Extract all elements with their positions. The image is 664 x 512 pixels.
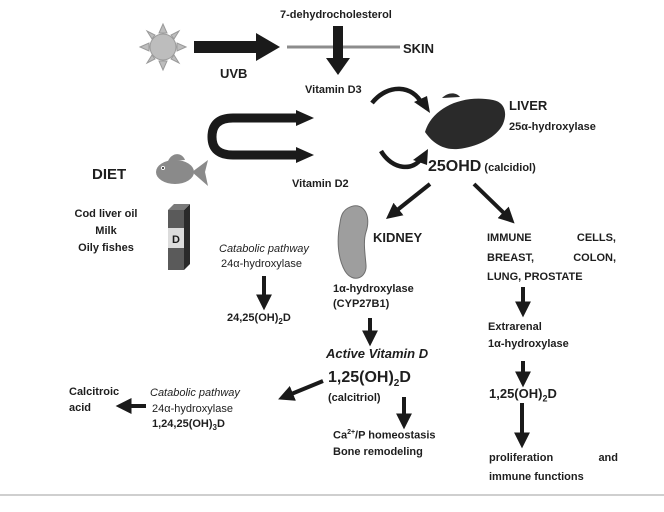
diet-source-oily-fishes: Oily fishes bbox=[78, 242, 134, 254]
diet-bracket-arrow bbox=[207, 110, 314, 163]
d3-to-liver-curved-arrow bbox=[370, 86, 430, 113]
calcitroic-acid-label: Calcitroic acid bbox=[69, 386, 120, 414]
liver-icon bbox=[425, 93, 506, 150]
catabolic-2-title: Catabolic pathway bbox=[150, 387, 240, 399]
calcitriol-to-catabolic-arrow bbox=[278, 379, 324, 401]
extrarenal-product: 1,25(OH)2D bbox=[489, 386, 557, 404]
extrarenal-label: Extrarenal bbox=[488, 321, 542, 333]
catabolic-1-title: Catabolic pathway bbox=[219, 243, 309, 255]
diet-source-milk: Milk bbox=[95, 225, 117, 237]
diet-source-cod-liver-oil: Cod liver oil bbox=[74, 208, 138, 220]
d2-to-liver-curved-arrow bbox=[379, 149, 428, 169]
diet-sources-list: Cod liver oil Milk Oily fishes bbox=[66, 206, 146, 257]
kidney-enzyme-label: 1α-hydroxylase bbox=[333, 283, 414, 295]
diet-label: DIET bbox=[92, 166, 127, 183]
vial-label: D bbox=[172, 234, 180, 246]
calcidiol-label: 25OHD (calcidiol) bbox=[428, 157, 536, 177]
skin-to-d3-arrow bbox=[326, 26, 350, 75]
catabolic-1-enzyme: 24α-hydroxylase bbox=[221, 258, 302, 270]
calcidiol-to-kidney-arrow bbox=[385, 182, 432, 219]
calcitriol-name: (calcitriol) bbox=[328, 392, 381, 404]
liver-label: LIVER bbox=[509, 98, 548, 113]
kidney-icon bbox=[337, 205, 369, 279]
catabolic-2-product: 1,24,25(OH)3D bbox=[152, 418, 225, 433]
breast-colon-label: BREAST, COLON, bbox=[487, 252, 616, 264]
catabolic-1-product: 24,25(OH)2D bbox=[227, 312, 291, 327]
bone-remodeling-label: Bone remodeling bbox=[333, 446, 423, 458]
kidney-enzyme-code: (CYP27B1) bbox=[333, 298, 390, 310]
catabolic-2-enzyme: 24α-hydroxylase bbox=[152, 403, 233, 415]
dehydrocholesterol-label: 7-dehydrocholesterol bbox=[280, 9, 392, 21]
homeostasis-label: Ca2+/P homeostasis bbox=[333, 429, 436, 442]
proliferation-label: proliferation and bbox=[489, 452, 618, 464]
lung-prostate-label: LUNG, PROSTATE bbox=[487, 271, 583, 283]
uvb-label: UVB bbox=[220, 66, 248, 81]
active-vitamin-d-label: Active Vitamin D bbox=[326, 346, 429, 361]
calcidiol-to-immune-arrow bbox=[472, 182, 515, 224]
fish-icon bbox=[156, 154, 208, 186]
immune-cells-label: IMMUNE CELLS, bbox=[487, 232, 616, 244]
vitamin-d2-label: Vitamin D2 bbox=[292, 178, 349, 190]
skin-label: SKIN bbox=[403, 41, 435, 56]
vitamin-d3-label: Vitamin D3 bbox=[305, 84, 362, 96]
sun-icon bbox=[138, 22, 188, 72]
supplement-vial-icon: D bbox=[168, 204, 190, 270]
liver-enzyme-label: 25α-hydroxylase bbox=[509, 121, 596, 133]
kidney-label: KIDNEY bbox=[373, 230, 423, 245]
immune-functions-label: immune functions bbox=[489, 471, 584, 483]
extrarenal-enzyme-label: 1α-hydroxylase bbox=[488, 338, 569, 350]
calcitriol-formula: 1,25(OH)2D bbox=[328, 369, 411, 390]
calcidiol-sub: (calcidiol) bbox=[484, 162, 536, 174]
uvb-arrow bbox=[194, 33, 280, 61]
calcidiol-main: 25OHD bbox=[428, 158, 482, 175]
